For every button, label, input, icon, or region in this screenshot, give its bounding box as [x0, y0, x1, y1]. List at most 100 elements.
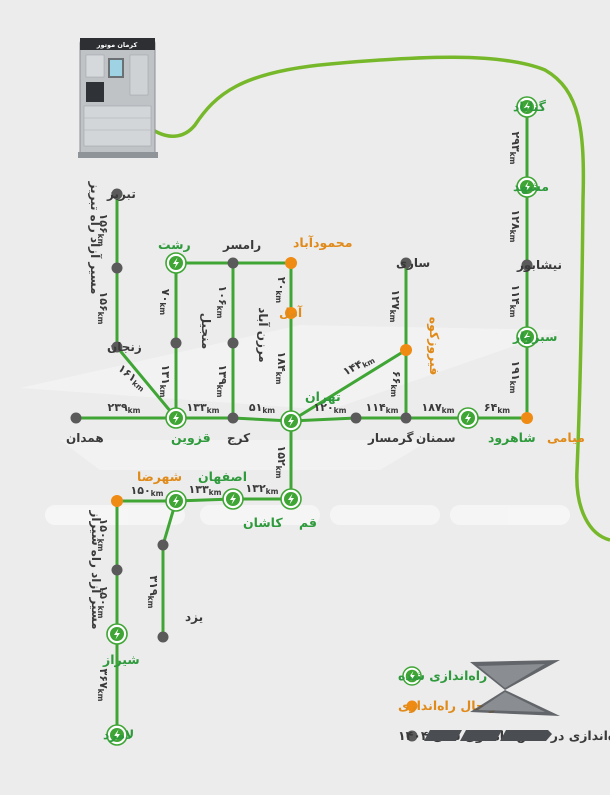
distance-label: ۷۰km: [158, 289, 172, 315]
charging-icon: [524, 181, 530, 193]
station-gonabad[interactable]: گناباد: [513, 96, 547, 118]
in-progress-dot: [521, 412, 533, 424]
planned-dot: [70, 412, 82, 424]
station-label-mashhad: مشهد: [513, 179, 549, 194]
planned-dot: [170, 337, 182, 349]
distance-label: ۱۱۴km: [508, 285, 522, 318]
station-label-qom: قم: [299, 515, 317, 530]
planned-dot: [400, 412, 412, 424]
station-qom[interactable]: قم: [280, 488, 317, 530]
station-zanjan[interactable]: زنجان: [107, 340, 142, 354]
station-label-zanjan: زنجان: [107, 340, 142, 354]
distance-label: ۱۳۳km: [187, 401, 220, 415]
distance-label: ۱۲۷km: [388, 290, 402, 323]
planned-dot: [157, 631, 169, 643]
station-label-mahmudabad: محمودآباد: [293, 235, 352, 250]
charging-icon: [288, 415, 294, 427]
distance-label: ۶۴km: [484, 401, 510, 415]
route-segment-tehran-firuzkuh: [289, 348, 408, 423]
charging-icon: [409, 671, 415, 681]
station-label-yazd: یزد: [185, 610, 203, 624]
planned-dot: [350, 412, 362, 424]
charging-icon: [173, 495, 179, 507]
station-sabzevar[interactable]: سبزوار: [512, 326, 557, 348]
station-label-miami: میامی: [547, 430, 585, 445]
station-shahreza[interactable]: شهرضا: [111, 469, 182, 507]
station-manjil[interactable]: منجیل: [170, 313, 214, 350]
gray-dot-icon: [406, 730, 418, 742]
in-progress-dot: [111, 495, 123, 507]
planned-dot: [521, 259, 533, 271]
station-label-tabriz: تبریز: [106, 187, 136, 201]
station-label-tabriz_route: مسیر آزاد راه تبریز: [88, 181, 103, 295]
station-label-amol: آمل: [279, 305, 303, 320]
distance-label: ۱۹۱km: [508, 361, 522, 394]
station-label-lamerd: لامرد: [103, 727, 134, 742]
distance-label: ۱۰۶km: [215, 286, 229, 319]
station-lamerd[interactable]: لامرد: [103, 724, 134, 746]
charging-icon: [114, 628, 120, 640]
distance-label: ۱۲۸km: [508, 210, 522, 243]
distance-label: ۳۶۷km: [96, 669, 110, 702]
station-label-tehran: تهران: [305, 389, 341, 404]
station-label-semnan: سمنان: [416, 431, 456, 445]
station-label-rasht: رشت: [158, 237, 191, 252]
station-tabriz[interactable]: تبریز: [106, 187, 136, 201]
charging-icon: [524, 331, 530, 343]
charging-kiosk: کرمان موتور: [78, 38, 158, 158]
charging-icon: [465, 412, 471, 424]
legend-item-launched: راه‌اندازی شده: [398, 666, 487, 686]
charging-icon: [524, 101, 530, 113]
station-label-sari: ساری: [396, 256, 430, 270]
planned-dot: [227, 257, 239, 269]
station-marzanabad[interactable]: مرزن آباد: [227, 307, 272, 363]
station-label-hamedan: همدان: [66, 431, 104, 445]
station-mashhad[interactable]: مشهد: [513, 176, 549, 198]
station-label-shahreza: شهرضا: [137, 469, 182, 484]
station-shiraz[interactable]: شیراز: [102, 623, 140, 667]
charging-cable: [126, 55, 610, 542]
orange-dot-icon: [406, 700, 418, 712]
station-firuzkuh[interactable]: فیروزکوه: [400, 317, 442, 376]
station-neyshabur[interactable]: نیشابور: [516, 258, 562, 273]
station-tabriz_route[interactable]: مسیر آزاد راه تبریز: [88, 181, 123, 295]
station-mahmudabad[interactable]: محمودآباد: [285, 235, 352, 269]
station-amol[interactable]: آمل: [279, 305, 303, 320]
station-tehran[interactable]: تهران: [280, 389, 341, 432]
station-label-manjil: منجیل: [199, 313, 213, 350]
distance-label: ۱۸۷km: [422, 401, 455, 415]
station-sari[interactable]: ساری: [396, 256, 430, 270]
station-label-garmsar: گرمسار: [367, 431, 414, 445]
station-label-qazvin: قزوین: [171, 430, 211, 445]
station-label-gonabad: گناباد: [513, 99, 547, 114]
station-label-kashan: کاشان: [243, 515, 283, 530]
distance-label: ۲۰km: [274, 277, 288, 303]
station-label-isfahan: اصفهان: [198, 469, 247, 484]
station-hamedan[interactable]: همدان: [66, 412, 104, 446]
station-label-neyshabur: نیشابور: [516, 258, 562, 273]
station-rasht[interactable]: رشت: [158, 237, 191, 274]
station-kashan[interactable]: کاشان: [222, 488, 283, 530]
station-shahrud[interactable]: شاهرود: [457, 407, 536, 445]
station-shiraz_route_mid[interactable]: [111, 564, 123, 576]
station-isfahan[interactable]: اصفهان: [165, 469, 247, 512]
distance-label: ۱۵۶km: [96, 292, 110, 325]
distance-label: ۶۶km: [389, 371, 403, 397]
station-yazd[interactable]: یزد: [157, 610, 204, 643]
station-semnan[interactable]: سمنان: [400, 412, 456, 446]
in-progress-dot: [400, 344, 412, 356]
route-segment-tehran-garmsar: [289, 416, 358, 423]
station-karaj[interactable]: کرج: [227, 412, 250, 446]
distance-label: ۳۱۹km: [146, 576, 160, 609]
legend-label-launched: راه‌اندازی شده: [398, 668, 487, 683]
station-label-karaj: کرج: [227, 431, 250, 445]
station-label-ramsar: رامسر: [222, 238, 261, 252]
station-kashan_south[interactable]: [157, 539, 169, 551]
station-garmsar[interactable]: گرمسار: [350, 412, 414, 446]
station-qazvin[interactable]: قزوین: [165, 407, 211, 445]
station-miami[interactable]: میامی: [521, 412, 585, 445]
in-progress-dot: [285, 307, 297, 319]
station-ramsar[interactable]: رامسر: [222, 238, 261, 269]
